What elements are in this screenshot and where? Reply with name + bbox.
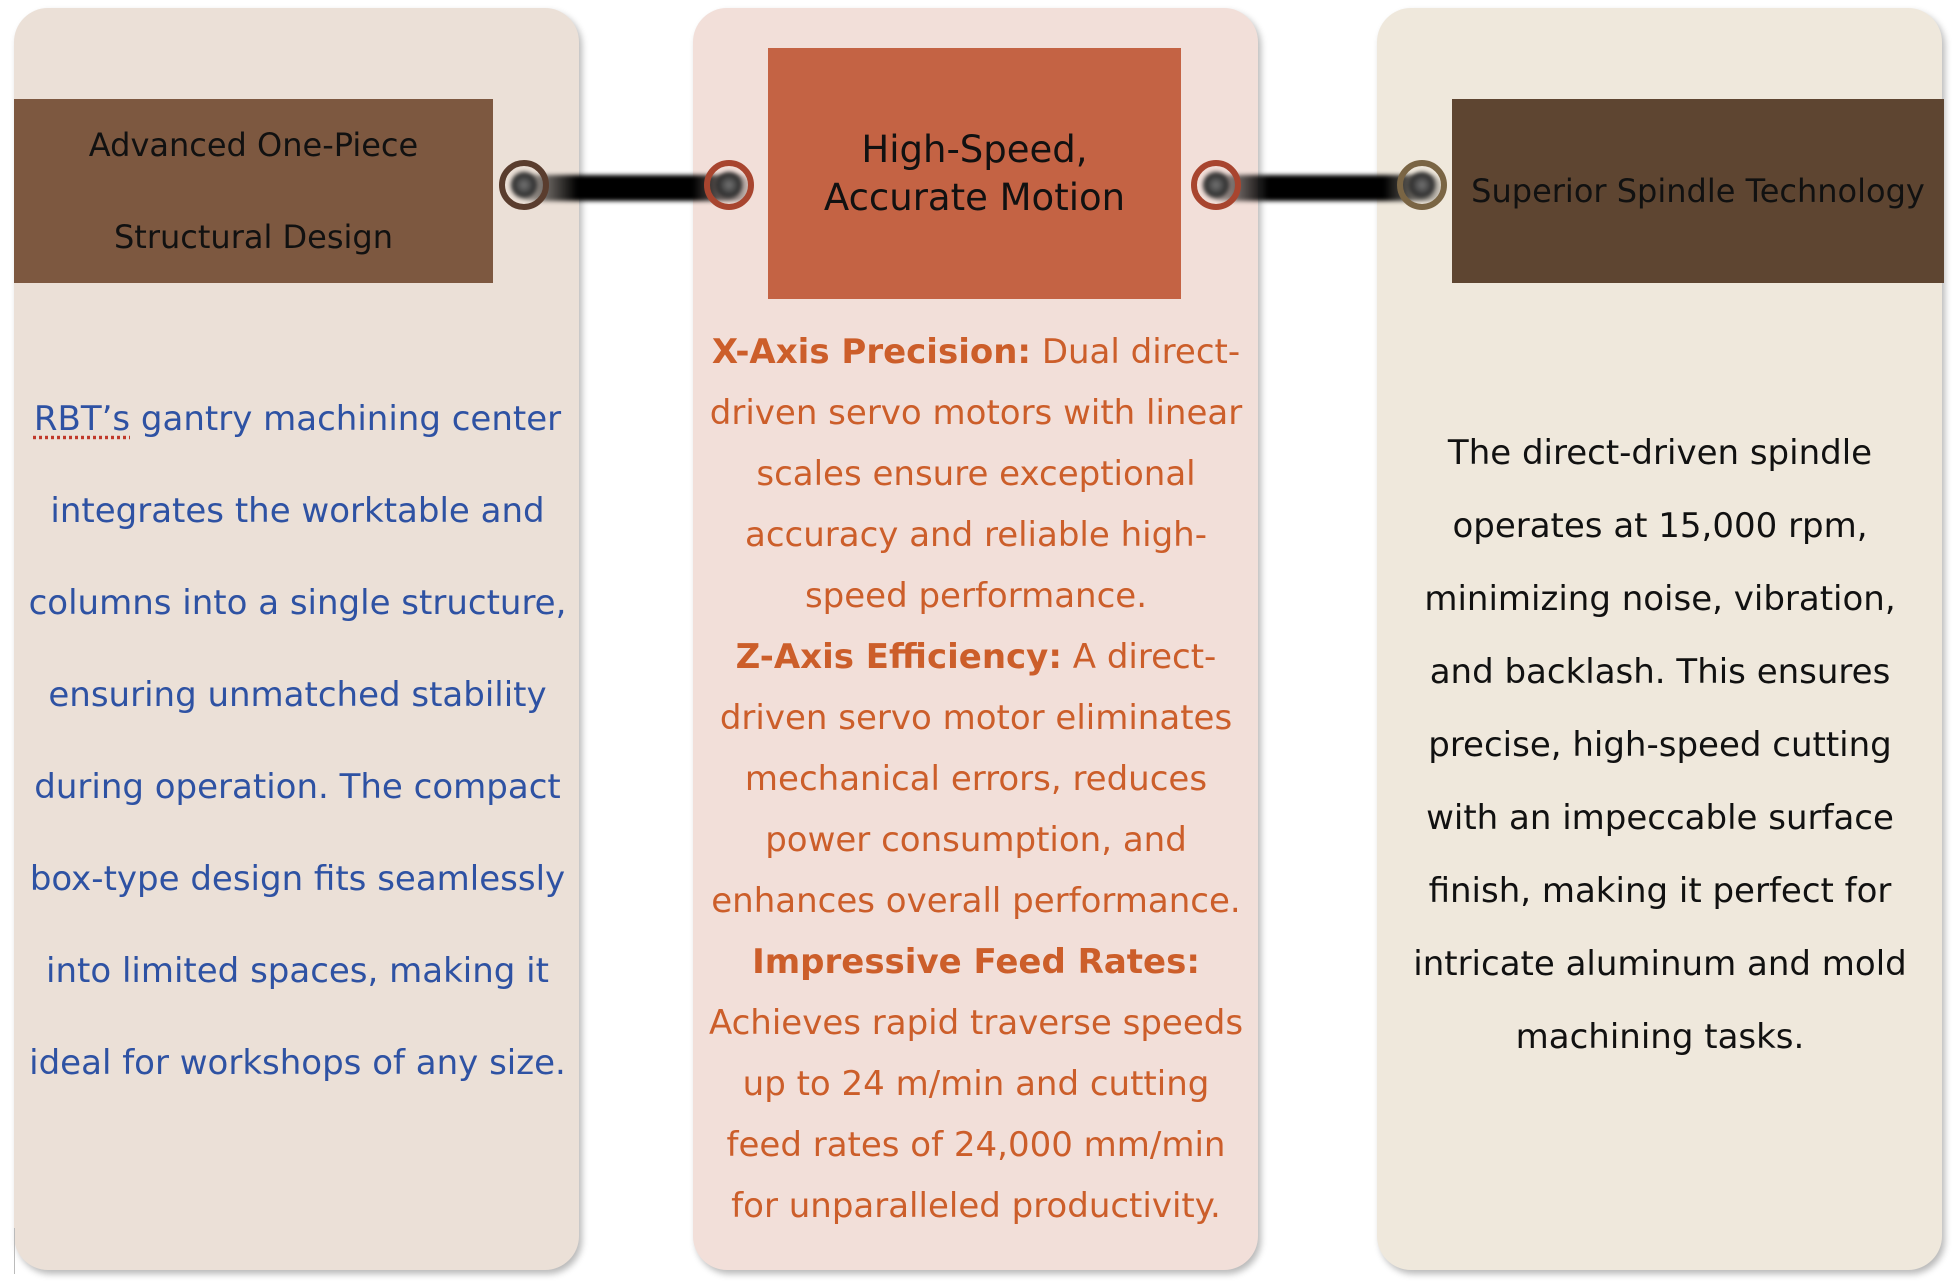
- structural-design-text: gantry machining center integrates the w…: [28, 399, 567, 1083]
- structural-design-description: RBT’s gantry machining center integrates…: [22, 373, 573, 1109]
- spindle-title: Superior Spindle Technology: [1452, 99, 1944, 283]
- ring-knob-icon: [704, 160, 754, 210]
- motion-title: High-Speed, Accurate Motion: [768, 48, 1181, 299]
- ring-knob-icon: [1397, 160, 1447, 210]
- x-axis-text: Dual direct-driven servo motors with lin…: [709, 332, 1243, 616]
- ring-knob-icon: [499, 160, 549, 210]
- z-axis-label: Z-Axis Efficiency:: [735, 637, 1062, 677]
- brand-name: RBT’s: [33, 399, 131, 439]
- motion-description: X-Axis Precision: Dual direct-driven ser…: [700, 322, 1252, 1237]
- x-axis-label: X-Axis Precision:: [711, 332, 1032, 372]
- structural-design-title: Advanced One-Piece Structural Design: [14, 99, 493, 283]
- feed-rates-label: Impressive Feed Rates:: [752, 942, 1200, 982]
- feed-rates-text: Achieves rapid traverse speeds up to 24 …: [708, 1003, 1244, 1226]
- z-axis-text: A direct-driven servo motor eliminates m…: [711, 637, 1241, 921]
- divider-line: [14, 1228, 15, 1274]
- spindle-description: The direct-driven spindle operates at 15…: [1413, 433, 1907, 1057]
- ring-knob-icon: [1191, 160, 1241, 210]
